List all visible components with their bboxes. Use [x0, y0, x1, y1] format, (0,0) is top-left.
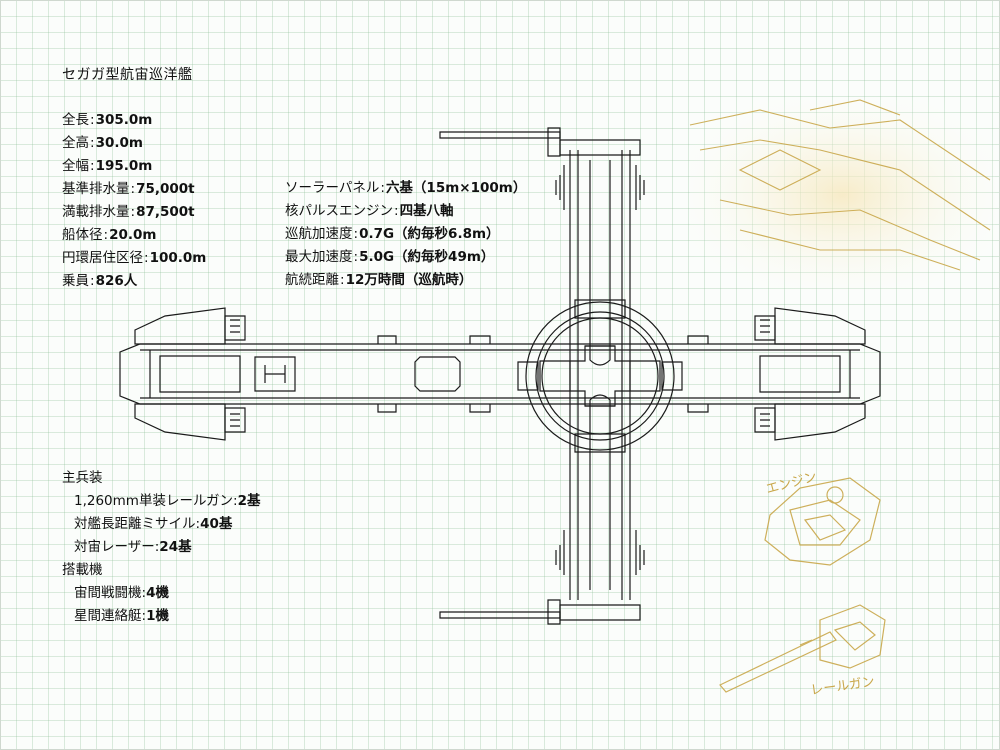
spec-row: 最大加速度:5.0G（約毎秒49m）: [285, 249, 495, 265]
main-armament-heading: 主兵装: [62, 470, 103, 486]
ship-title: セガガ型航宙巡洋艦: [62, 67, 193, 83]
spec-value: 826人: [95, 273, 138, 289]
carried-craft-heading: 搭載機: [62, 562, 103, 578]
spec-row: 核パルスエンジン:四基八軸: [285, 203, 454, 219]
central-cross: [539, 345, 661, 407]
spec-value: 0.7G（約毎秒6.8m）: [359, 226, 500, 242]
spec-row: 満載排水量:87,500t: [62, 204, 195, 220]
spec-row: 全高:30.0m: [62, 135, 143, 151]
armament-item: 対宙レーザー:24基: [74, 539, 192, 555]
carried-craft-item: 星間連絡艇:1機: [74, 608, 169, 624]
spec-row: 基準排水量:75,000t: [62, 181, 195, 197]
spec-key: 巡航加速度: [285, 226, 353, 242]
spec-value: 四基八軸: [399, 203, 454, 219]
spec-value: 12万時間（巡航時）: [345, 272, 473, 288]
spec-value: 六基（15m×100m）: [385, 180, 527, 196]
spec-row: 巡航加速度:0.7G（約毎秒6.8m）: [285, 226, 500, 242]
engine-left-top: [134, 307, 246, 345]
specs-right: ソーラーパネル:六基（15m×100m） 核パルスエンジン:四基八軸 巡航加速度…: [285, 176, 526, 291]
spec-row: 全幅:195.0m: [62, 158, 153, 174]
spec-key: 全幅: [62, 158, 89, 174]
sketch-engine: [764, 477, 881, 566]
spec-value: 5.0G（約毎秒49m）: [359, 249, 495, 265]
spec-value: 195.0m: [95, 158, 153, 174]
antenna-top: [439, 131, 561, 139]
spec-key: 円環居住区径: [62, 250, 143, 266]
spec-key: ソーラーパネル: [285, 180, 380, 196]
spec-value: 30.0m: [95, 135, 143, 151]
spec-row: 円環居住区径:100.0m: [62, 250, 207, 266]
spec-key: 全長: [62, 112, 89, 128]
spec-row: 航続距離:12万時間（巡航時）: [285, 272, 473, 288]
fins-left: [555, 165, 565, 575]
antenna-bottom: [439, 611, 561, 619]
spec-key: 満載排水量: [62, 204, 130, 220]
spec-row: 乗員:826人: [62, 273, 138, 289]
module-h-frame: [254, 356, 296, 392]
armament-item: 1,260mm単装レールガン:2基: [74, 493, 261, 509]
main-hull-vertical: [569, 150, 631, 600]
spec-key: 船体径: [62, 227, 103, 243]
sketch-wash-top: [690, 100, 995, 290]
spec-key: 航続距離: [285, 272, 339, 288]
spec-row: 全長:305.0m: [62, 112, 153, 128]
spec-value: 100.0m: [149, 250, 207, 266]
spec-key: 全高: [62, 135, 89, 151]
spec-key: 基準排水量: [62, 181, 130, 197]
solar-mount: [377, 335, 491, 344]
spec-key: 乗員: [62, 273, 89, 289]
ship-outline: [119, 127, 881, 625]
module-cylinder: [414, 356, 461, 392]
sketch-railgun: [719, 604, 886, 693]
spec-value: 305.0m: [95, 112, 153, 128]
fins-right: [635, 165, 645, 575]
carried-craft-item: 宙間戦闘機:4機: [74, 585, 169, 601]
spec-key: 核パルスエンジン: [285, 203, 393, 219]
sketch-engine-top: [689, 99, 991, 271]
ring-habitat-outer: [525, 301, 675, 451]
spec-value: 75,000t: [136, 181, 195, 197]
spec-value: 20.0m: [109, 227, 157, 243]
armament-item: 対艦長距離ミサイル:40基: [74, 516, 233, 532]
ring-habitat-inner: [535, 311, 665, 441]
spec-row: 船体径:20.0m: [62, 227, 157, 243]
spec-value: 87,500t: [136, 204, 195, 220]
engine-right-top: [754, 307, 866, 345]
spec-key: 最大加速度: [285, 249, 353, 265]
engine-left-bottom: [134, 403, 246, 441]
engine-right-bottom: [754, 403, 866, 441]
specs-left: 全長:305.0m 全高:30.0m 全幅:195.0m 基準排水量:75,00…: [62, 108, 206, 292]
armament-list: 主兵装 1,260mm単装レールガン:2基 対艦長距離ミサイル:40基 対宙レー…: [62, 466, 261, 627]
main-hull-horizontal: [119, 343, 881, 405]
spec-row: ソーラーパネル:六基（15m×100m）: [285, 180, 527, 196]
